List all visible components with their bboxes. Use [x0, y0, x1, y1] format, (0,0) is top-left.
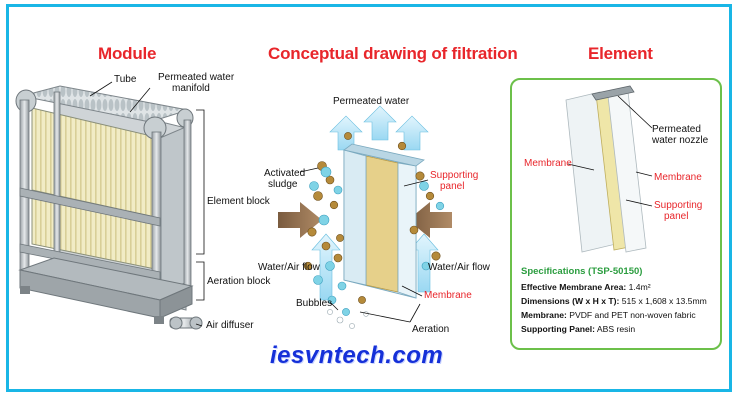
element-membrane-right-label: Membrane — [654, 172, 702, 183]
nozzle-label-1: Permeated — [652, 124, 701, 135]
permeated-manifold-label-2: manifold — [172, 83, 210, 94]
bubbles-label: Bubbles — [296, 298, 333, 309]
element-block-label: Element block — [207, 196, 270, 207]
spec-area: Effective Membrane Area: 1.4m² — [521, 282, 651, 292]
nozzle-label-2: water nozzle — [652, 135, 709, 146]
element-membrane-left-label: Membrane — [524, 158, 572, 169]
specifications-title: Specifications (TSP-50150) — [521, 266, 643, 277]
activated-sludge-label-1: Activated — [264, 168, 306, 179]
element-supporting-label-1: Supporting — [654, 200, 703, 211]
element-title: Element — [588, 44, 653, 63]
element-supporting-label-2: panel — [664, 211, 689, 222]
sludge-arrow-right — [408, 202, 452, 238]
filtration-membrane-label: Membrane — [424, 290, 472, 301]
spec-membrane: Membrane: PVDF and PET non-woven fabric — [521, 310, 696, 320]
air-diffuser-label: Air diffuser — [206, 320, 254, 331]
water-air-flow-left-label: Water/Air flow — [258, 262, 320, 273]
water-air-flow-right-label: Water/Air flow — [428, 262, 490, 273]
permeated-water-nozzle — [591, 85, 635, 101]
filtration-supporting-label-2: panel — [440, 181, 465, 192]
aeration-label: Aeration — [412, 324, 450, 335]
module-title: Module — [98, 44, 157, 63]
activated-sludge-label-2: sludge — [268, 179, 298, 190]
spec-supporting-panel: Supporting Panel: ABS resin — [521, 324, 636, 334]
watermark-text: iesvntech.com — [270, 342, 444, 369]
permeated-manifold-label-1: Permeated water — [158, 72, 235, 83]
sludge-particles — [303, 132, 441, 304]
permeated-water-label: Permeated water — [333, 96, 410, 107]
bubble-particles — [309, 166, 445, 316]
spec-dimensions: Dimensions (W x H x T): 515 x 1,608 x 13… — [521, 296, 707, 306]
filtration-supporting-label-1: Supporting — [430, 170, 479, 181]
aeration-block-label: Aeration block — [207, 276, 271, 287]
tube-label: Tube — [114, 74, 137, 85]
filtration-title: Conceptual drawing of filtration — [268, 44, 518, 63]
permeated-arrow-3 — [395, 115, 429, 151]
permeated-arrow-2 — [363, 105, 397, 141]
